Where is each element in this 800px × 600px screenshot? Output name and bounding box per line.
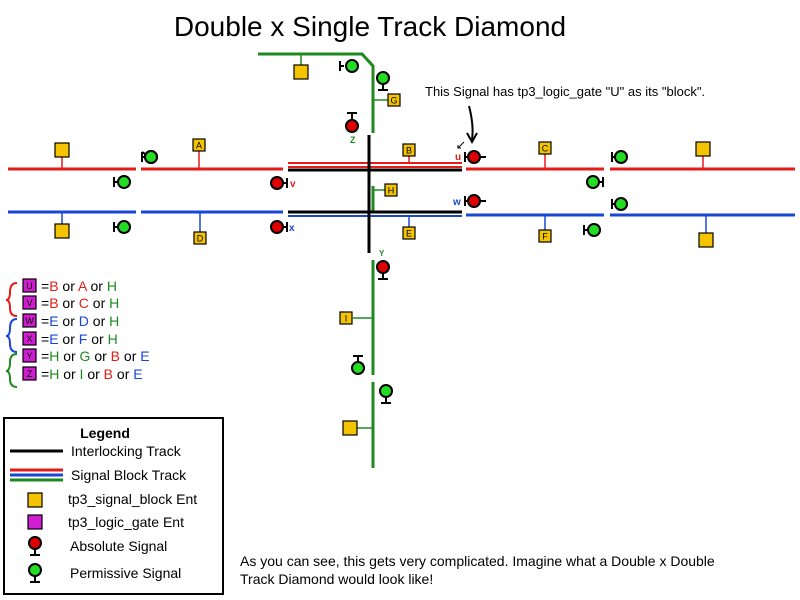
permissive-signal-icon bbox=[611, 150, 628, 164]
gate-box-w bbox=[22, 313, 37, 328]
gate-box-z bbox=[22, 366, 37, 381]
gate-marker-u: u bbox=[455, 152, 461, 163]
block-ent-h bbox=[384, 183, 398, 197]
legend-block-track-swatch bbox=[10, 468, 63, 482]
permissive-signal-icon bbox=[339, 59, 359, 73]
rule-y: =H or G or B or E bbox=[41, 348, 150, 364]
signal-blocks bbox=[54, 64, 714, 436]
block-ent-i bbox=[339, 311, 353, 325]
absolute-signal-icon bbox=[376, 260, 390, 280]
block-ent-c bbox=[538, 141, 552, 155]
block-ent-a bbox=[192, 138, 206, 152]
gate-box-letter-w: W bbox=[25, 316, 34, 326]
gate-marker-y: Y bbox=[379, 249, 385, 258]
block-ent-f bbox=[538, 229, 552, 243]
rule-z: =H or I or B or E bbox=[41, 366, 143, 382]
blue-track bbox=[8, 210, 795, 217]
gate-box-u bbox=[22, 278, 37, 293]
legend-gate-ent-swatch bbox=[27, 514, 43, 530]
block-ent-d bbox=[193, 231, 207, 245]
block-letter-b: B bbox=[406, 146, 412, 156]
permissive-signal-icon bbox=[113, 175, 131, 189]
brace-red bbox=[5, 282, 18, 317]
block-ent-e bbox=[402, 226, 416, 240]
absolute-signal-icon bbox=[464, 150, 486, 164]
gate-box-y bbox=[22, 348, 37, 363]
rule-x: =E or F or H bbox=[41, 331, 118, 347]
permissive-signal-icon bbox=[611, 197, 628, 211]
green-track bbox=[258, 52, 375, 468]
gate-box-letter-x: X bbox=[26, 334, 32, 344]
permissive-signal-icon bbox=[586, 175, 604, 189]
block-ent bbox=[342, 420, 358, 436]
legend-block-track-label: Signal Block Track bbox=[71, 467, 187, 483]
block-letter-e: E bbox=[406, 229, 412, 239]
legend-permissive-signal-icon bbox=[28, 563, 42, 583]
legend-block-ent-swatch bbox=[27, 492, 43, 508]
block-letter-c: C bbox=[542, 144, 549, 154]
legend-permissive-label: Permissive Signal bbox=[70, 565, 181, 581]
block-ent bbox=[54, 223, 70, 239]
gate-box-v bbox=[22, 295, 37, 310]
callout-text: This Signal has tp3_logic_gate "U" as it… bbox=[425, 84, 705, 99]
diagram-title: Double x Single Track Diamond bbox=[174, 11, 566, 42]
footer-line-1: As you can see, this gets very complicat… bbox=[240, 553, 715, 569]
rule-w: =E or D or H bbox=[41, 313, 119, 329]
gate-marker-x: x bbox=[289, 223, 295, 234]
gate-markers: u v w x Y Z bbox=[289, 135, 461, 258]
brace-blue bbox=[5, 318, 18, 353]
gate-box-x bbox=[22, 331, 37, 346]
legend-gate-ent-label: tp3_logic_gate Ent bbox=[68, 514, 184, 530]
legend-interlocking-label: Interlocking Track bbox=[71, 443, 182, 459]
gate-marker-w: w bbox=[452, 197, 461, 208]
legend-block-ent-label: tp3_signal_block Ent bbox=[68, 491, 197, 507]
red-track bbox=[8, 162, 795, 171]
block-letter-i: I bbox=[345, 314, 348, 324]
permissive-signal-icon bbox=[351, 355, 365, 375]
block-ent bbox=[54, 142, 70, 158]
block-letter-f: F bbox=[542, 232, 548, 242]
legend-absolute-label: Absolute Signal bbox=[70, 538, 167, 554]
permissive-signal-icon bbox=[583, 223, 601, 237]
block-letter-h: H bbox=[388, 186, 395, 196]
block-letters: A B C D E F G H I bbox=[196, 96, 549, 324]
permissive-signal-icon bbox=[379, 384, 393, 404]
block-ent-g bbox=[387, 93, 401, 107]
gate-marker-z: Z bbox=[350, 135, 356, 145]
absolute-signals bbox=[270, 112, 486, 280]
gate-rules: U V W X Y Z =B or A or H =B or C or H =E… bbox=[5, 278, 150, 388]
permissive-signal-icon bbox=[376, 71, 390, 91]
rule-u: =B or A or H bbox=[41, 278, 117, 294]
permissive-signal-icon bbox=[113, 220, 131, 234]
permissive-signals bbox=[113, 59, 628, 404]
gate-box-letter-z: Z bbox=[27, 369, 33, 379]
footer-line-2: Track Diamond would look like! bbox=[240, 571, 433, 587]
block-ent bbox=[695, 141, 711, 157]
gate-marker-v: v bbox=[290, 179, 296, 190]
block-stems bbox=[61, 54, 707, 429]
interlocking-track bbox=[288, 135, 462, 253]
gate-box-letter-y: Y bbox=[26, 351, 32, 361]
absolute-signal-icon bbox=[270, 220, 288, 234]
legend: Legend Interlocking Track Signal Block T… bbox=[3, 417, 224, 595]
gate-box-letter-u: U bbox=[26, 281, 33, 291]
absolute-signal-icon bbox=[345, 112, 359, 133]
gate-box-letter-v: V bbox=[26, 298, 32, 308]
block-ent bbox=[698, 232, 714, 248]
block-ent bbox=[293, 64, 309, 80]
rule-v: =B or C or H bbox=[41, 295, 119, 311]
block-letter-g: G bbox=[390, 96, 397, 106]
absolute-signal-icon bbox=[464, 194, 486, 208]
callout-arrow bbox=[457, 105, 478, 149]
block-letter-d: D bbox=[197, 234, 204, 244]
block-ent-b bbox=[402, 143, 416, 157]
legend-title: Legend bbox=[80, 425, 130, 441]
permissive-signal-icon bbox=[141, 150, 158, 164]
block-letter-a: A bbox=[196, 141, 202, 151]
absolute-signal-icon bbox=[270, 176, 288, 190]
legend-absolute-signal-icon bbox=[28, 536, 42, 556]
brace-green bbox=[5, 353, 18, 388]
